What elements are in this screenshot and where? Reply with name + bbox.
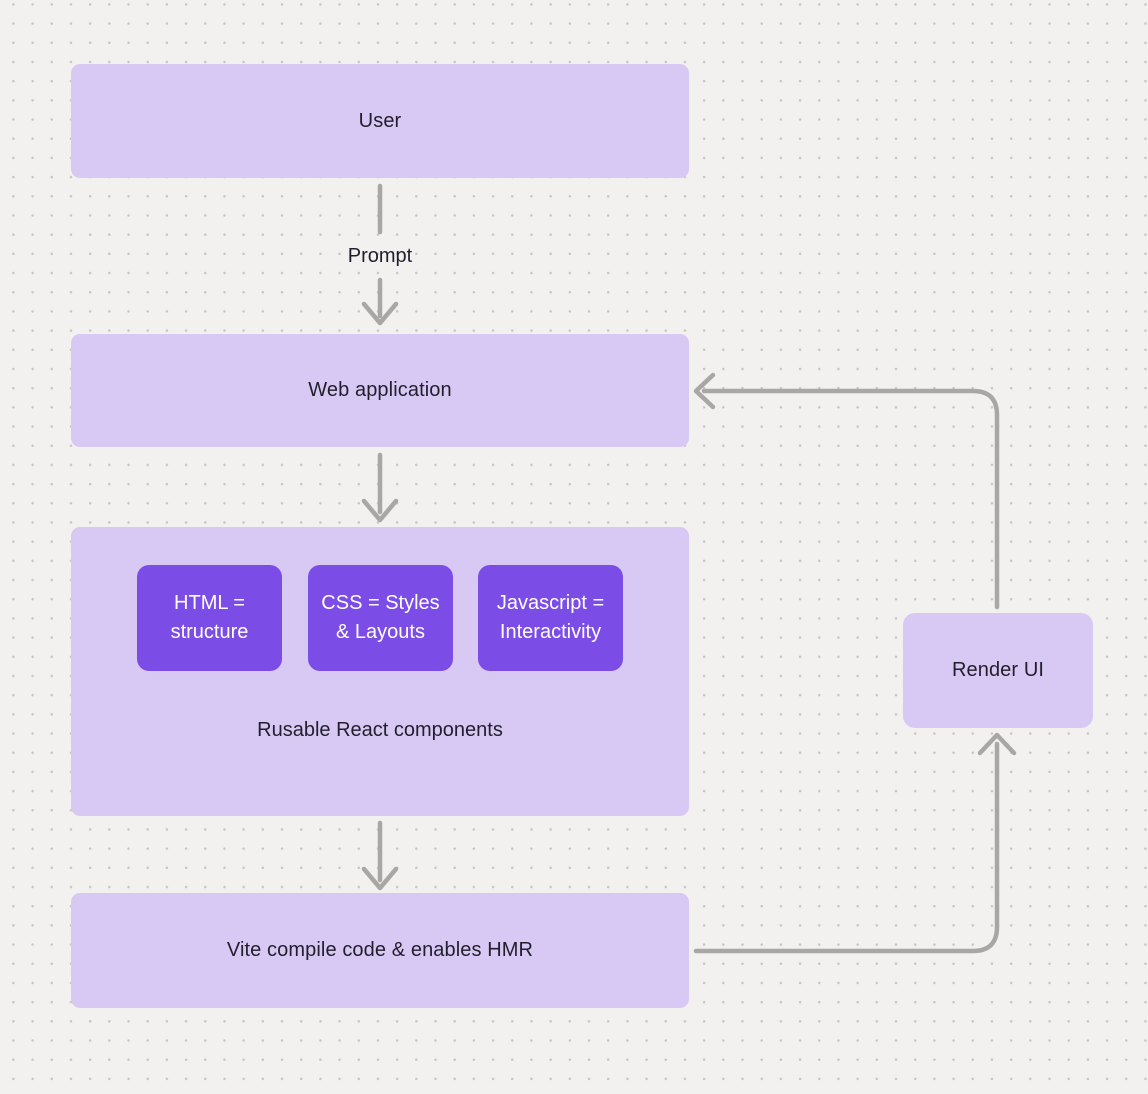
- node-vite-compile-label: Vite compile code & enables HMR: [226, 939, 534, 961]
- node-web-application: Web application: [71, 334, 689, 447]
- arrowhead-down-group-icon: [361, 498, 399, 523]
- node-render-ui-label: Render UI: [951, 659, 1045, 681]
- node-vite-compile: Vite compile code & enables HMR: [71, 893, 689, 1008]
- chip-css-styles: CSS = Styles & Layouts: [308, 565, 453, 671]
- edge-render-to-webapp-line: [701, 388, 1000, 610]
- chip-css-styles-label: CSS = Styles & Layouts: [321, 592, 440, 643]
- chip-javascript-interactivity: Javascript = Interactivity: [478, 565, 623, 671]
- arrowhead-down-vite-icon: [361, 866, 399, 891]
- arrowhead-down-webapp-icon: [361, 301, 399, 326]
- node-user-label: User: [358, 109, 402, 132]
- chip-javascript-interactivity-label: Javascript = Interactivity: [496, 592, 605, 643]
- node-web-application-label: Web application: [308, 379, 452, 401]
- chip-html-structure-label: HTML = structure: [170, 592, 249, 643]
- group-caption: Rusable React components: [257, 719, 503, 741]
- node-user: User: [71, 64, 689, 178]
- node-render-ui: Render UI: [903, 613, 1093, 728]
- arrowhead-left-webapp-icon: [693, 372, 716, 410]
- edge-vite-to-render-line: [693, 741, 1000, 954]
- arrowhead-up-render-icon: [977, 732, 1017, 756]
- chip-html-structure: HTML = structure: [137, 565, 282, 671]
- edge-label-prompt: Prompt: [347, 245, 413, 267]
